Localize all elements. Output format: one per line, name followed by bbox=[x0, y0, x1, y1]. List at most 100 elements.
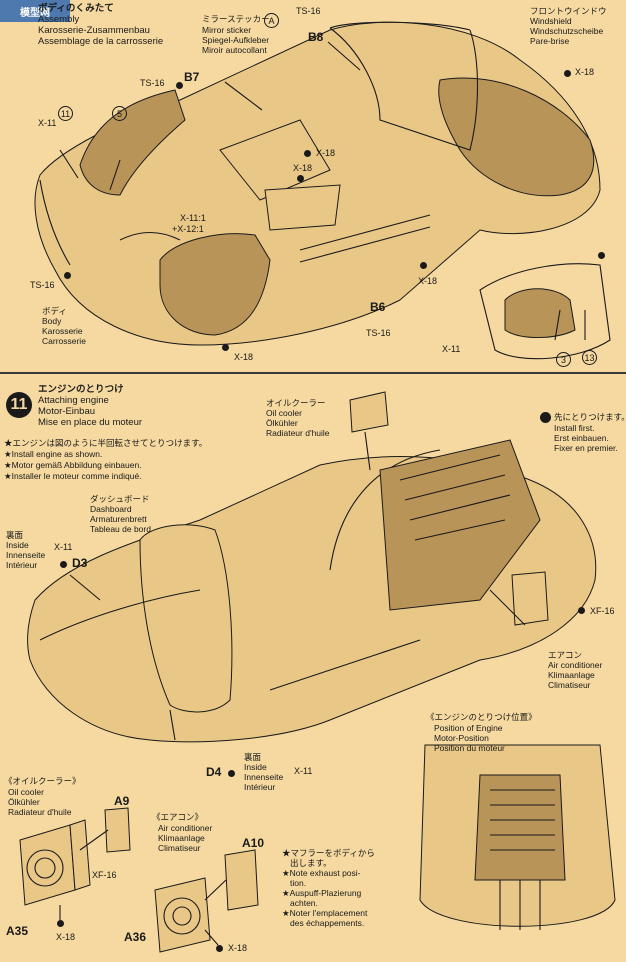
sub-air-con-fr: Climatiseur bbox=[158, 843, 201, 853]
xf16-engine: XF-16 bbox=[590, 606, 615, 616]
oil-cooler-en: Oil cooler bbox=[266, 408, 302, 418]
screw-marker bbox=[228, 770, 235, 777]
step11-title-jp: エンジンのとりつけ bbox=[38, 384, 124, 395]
screw-marker bbox=[304, 150, 311, 157]
screw-ts16-b6: TS-16 bbox=[366, 328, 391, 338]
dashboard-en: Dashboard bbox=[90, 504, 132, 514]
windshield-en: Windshield bbox=[530, 16, 572, 26]
chassis-engine-drawing bbox=[27, 391, 616, 930]
screw-x18-bottom: X-18 bbox=[418, 276, 438, 286]
callout-13: 13 bbox=[582, 350, 597, 365]
dashboard-fr: Tableau de bord bbox=[90, 524, 151, 534]
air-con-de: Klimaanlage bbox=[548, 670, 595, 680]
sub-oil-cooler-en: Oil cooler bbox=[8, 787, 44, 797]
callout-11: 11 bbox=[58, 106, 73, 121]
step11-note-en: ★Install engine as shown. bbox=[4, 449, 103, 459]
screw-marker bbox=[57, 920, 64, 927]
windshield-jp: フロントウインドウ bbox=[530, 6, 607, 16]
body-shell-drawing bbox=[34, 21, 611, 360]
part-b7: B7 bbox=[184, 70, 200, 84]
inside-top-jp: 裏面 bbox=[6, 530, 24, 540]
inside-top-fr: Intérieur bbox=[6, 560, 38, 570]
oil-cooler-fr: Radiateur d'huile bbox=[266, 428, 330, 438]
part-a36: A36 bbox=[124, 930, 147, 944]
screw-x11-br: X-11 bbox=[442, 344, 461, 354]
mirror-sticker-jp: ミラーステッカー bbox=[202, 14, 270, 24]
windshield-fr: Pare-brise bbox=[530, 36, 570, 46]
screw-x18-mid2: X-18 bbox=[293, 163, 313, 173]
step10-title-en: Assembly bbox=[38, 14, 80, 25]
air-con-fr: Climatiseur bbox=[548, 680, 591, 690]
screw-x11-inside-top: X-11 bbox=[54, 542, 73, 552]
callout-5: 5 bbox=[112, 106, 127, 121]
inside-bottom-de: Innenseite bbox=[244, 772, 284, 782]
screw-x18-mid: X-18 bbox=[316, 148, 336, 158]
screw-ts16-top: TS-16 bbox=[296, 6, 321, 16]
screw-ts16-b7: TS-16 bbox=[140, 78, 165, 88]
install-first-en: Install first. bbox=[554, 423, 595, 433]
muffler-note-3: tion. bbox=[290, 878, 307, 888]
install-first-jp: 先にとりつけます。 bbox=[554, 412, 626, 422]
muffler-note-4: ★Auspuff-Plazierung bbox=[282, 888, 362, 898]
muffler-note-1: 出します。 bbox=[290, 858, 332, 868]
step10-title-fr: Assemblage de la carrosserie bbox=[38, 36, 164, 47]
step-divider bbox=[0, 372, 626, 374]
body-fr: Carrosserie bbox=[42, 336, 86, 346]
screw-marker bbox=[60, 561, 67, 568]
inside-top-en: Inside bbox=[6, 540, 29, 550]
muffler-note-7: des échappements. bbox=[290, 918, 365, 928]
dashboard-de: Armaturenbrett bbox=[90, 514, 147, 524]
air-con-jp: エアコン bbox=[548, 650, 583, 660]
screw-marker bbox=[222, 344, 229, 351]
screw-marker bbox=[598, 252, 605, 259]
step11-title-en: Attaching engine bbox=[38, 395, 109, 406]
inside-bottom-en: Inside bbox=[244, 762, 267, 772]
install-first-fr: Fixer en premier. bbox=[554, 443, 618, 453]
muffler-note-5: achten. bbox=[290, 898, 318, 908]
muffler-note-0: ★マフラーをボディから bbox=[282, 848, 375, 858]
inside-top-de: Innenseite bbox=[6, 550, 46, 560]
screw-x18-right: X-18 bbox=[575, 67, 595, 77]
oil-cooler-jp: オイルクーラー bbox=[266, 398, 326, 408]
sub-air-con-en: Air conditioner bbox=[158, 823, 213, 833]
mirror-sticker-en: Mirror sticker bbox=[202, 25, 252, 35]
install-first-marker bbox=[540, 412, 551, 423]
sub-oil-cooler-de: Ölkühler bbox=[8, 797, 40, 807]
part-b6: B6 bbox=[370, 300, 386, 314]
step11-note-de: ★Motor gemäß Abbildung einbauen. bbox=[4, 460, 142, 470]
watermark-logo: 模型网 bbox=[0, 0, 70, 22]
step11-note-jp: ★エンジンは図のように半回転させてとりつけます。 bbox=[4, 438, 208, 448]
mirror-sticker-fr: Miroir autocollant bbox=[202, 45, 267, 55]
engine-position-en: Position of Engine bbox=[434, 723, 503, 733]
part-d3: D3 bbox=[72, 556, 88, 570]
screw-x12-1: +X-12:1 bbox=[172, 224, 204, 234]
screw-x11-inside-bottom: X-11 bbox=[294, 766, 313, 776]
screw-marker bbox=[176, 82, 183, 89]
screw-x11-left: X-11 bbox=[38, 118, 57, 128]
engine-position-de: Motor-Position bbox=[434, 733, 489, 743]
mirror-sticker-letter: A bbox=[264, 13, 279, 28]
screw-marker bbox=[64, 272, 71, 279]
engine-position-jp: 《エンジンのとりつけ位置》 bbox=[426, 712, 537, 722]
muffler-note-2: ★Note exhaust posi- bbox=[282, 868, 361, 878]
sub-air-con-de: Klimaanlage bbox=[158, 833, 205, 843]
step11-number: 11 bbox=[6, 392, 32, 418]
screw-x11-1: X-11:1 bbox=[180, 213, 206, 223]
windshield-de: Windschutzscheibe bbox=[530, 26, 604, 36]
body-de: Karosserie bbox=[42, 326, 83, 336]
step11-title-de: Motor-Einbau bbox=[38, 406, 96, 417]
screw-marker bbox=[578, 607, 585, 614]
screw-marker bbox=[297, 175, 304, 182]
install-first-de: Erst einbauen. bbox=[554, 433, 609, 443]
engine-position-fr: Position du moteur bbox=[434, 743, 505, 753]
step10-title-jp: ボディのくみたて bbox=[38, 3, 114, 14]
screw-ts16-left: TS-16 bbox=[30, 280, 55, 290]
air-con-en: Air conditioner bbox=[548, 660, 603, 670]
screw-marker bbox=[564, 70, 571, 77]
screw-marker bbox=[420, 262, 427, 269]
air-conditioner-drawing bbox=[154, 849, 259, 953]
part-a10: A10 bbox=[242, 836, 265, 850]
mirror-sticker-de: Spiegel-Aufkleber bbox=[202, 35, 270, 45]
